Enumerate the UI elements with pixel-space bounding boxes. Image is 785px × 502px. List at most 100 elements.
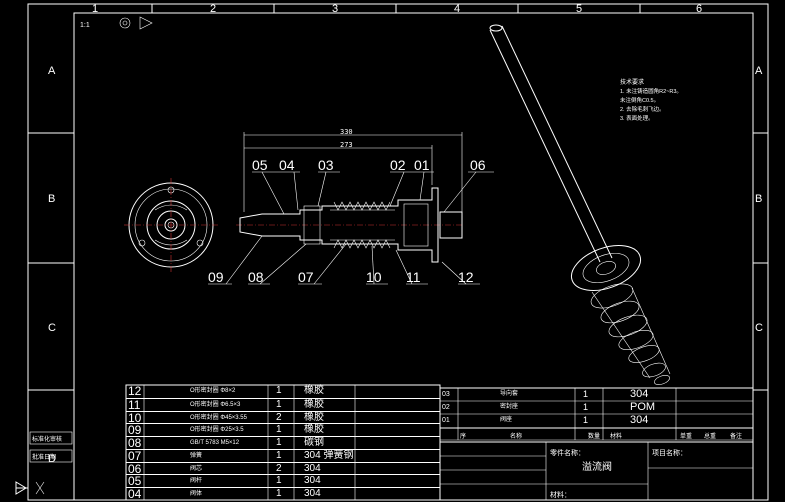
ruler-row-b-right: B	[755, 193, 762, 205]
bom-header-no: 序	[460, 432, 466, 440]
bom-right-row: 02 密封座 1 POM	[440, 401, 753, 414]
bom-left-row: 12 O形密封圈 Φ8×2 1 橡胶	[126, 385, 440, 398]
balloon-08: 08	[248, 269, 264, 285]
bom-header-qty: 数量	[588, 432, 600, 440]
bom-left-mat: 304	[304, 475, 321, 487]
bom-right-mat: 304	[630, 414, 649, 426]
end-view	[124, 178, 218, 272]
bom-left-no: 06	[128, 461, 142, 476]
balloon-09: 09	[208, 269, 224, 285]
bom-right-spec: 密封座	[500, 404, 519, 410]
bom-right-no: 02	[442, 404, 450, 411]
bom-left-spec: 阀芯	[190, 465, 203, 472]
side-ruler: A B C D A B C 标准化审核 批准日期	[28, 65, 768, 465]
dim-inner: 273	[340, 141, 353, 149]
bom-right-mat: 304	[630, 388, 649, 400]
balloon-02: 02	[390, 157, 406, 173]
bom-left-qty: 1	[276, 385, 282, 396]
bom-left-mat: 橡胶	[304, 385, 324, 396]
balloon-12: 12	[458, 269, 474, 285]
bom-left-spec: O形密封圈 Φ8×2	[190, 388, 236, 394]
bom-right-qty: 1	[583, 402, 589, 412]
tech-notes: 技术要求 1. 未注铸造圆角R2~R3。 未注倒角C0.5。 2. 去除毛刺飞边…	[620, 78, 682, 122]
bom-left-no: 05	[128, 474, 142, 489]
ruler-col-4: 4	[454, 3, 460, 15]
bom-left-no: 07	[128, 448, 142, 463]
bom-right-no: 03	[442, 391, 450, 398]
bom-right-mat: POM	[630, 401, 656, 413]
bom-right: 序 名称 数量 材料 单重 总重 备注	[439, 387, 754, 441]
section-view: 330 273	[208, 128, 494, 285]
bom-right-spec: 导向套	[500, 391, 519, 397]
scale-text: 1:1	[80, 22, 90, 29]
ruler-col-5: 5	[576, 3, 582, 15]
bom-left-qty: 2	[276, 411, 282, 423]
ruler-row-b: B	[48, 193, 55, 205]
title-block: 零件名称： 溢流阀 项目名称： 材料：	[439, 441, 754, 501]
bom-left-spec: 弹簧	[190, 452, 203, 459]
ruler-col-1: 1	[92, 3, 98, 15]
notes-line-3: 2. 去除毛刺飞边。	[620, 105, 665, 113]
bom-left-no: 09	[128, 423, 142, 438]
bom-left-qty: 1	[276, 437, 282, 449]
notes-line-1: 1. 未注铸造圆角R2~R3。	[620, 87, 682, 95]
bom-right-row: 03 导向套 1 304	[440, 388, 753, 401]
top-ruler: 1 2 3 4 5 6	[74, 3, 753, 15]
bom-left-no: 04	[128, 487, 142, 502]
notes-line-2: 未注倒角C0.5。	[620, 96, 659, 104]
ruler-col-2: 2	[210, 3, 216, 15]
bom-left-spec: O形密封圈 Φ6.5×3	[190, 401, 241, 408]
ruler-col-6: 6	[696, 3, 702, 15]
notes-title: 技术要求	[620, 78, 644, 86]
bom-header-mat: 材料	[610, 432, 622, 440]
bom-left-qty: 1	[276, 398, 282, 410]
bom-left-mat: 304	[304, 462, 321, 474]
part-label: 零件名称：	[550, 448, 585, 457]
balloon-03: 03	[318, 157, 334, 173]
bom-left-no: 08	[128, 436, 142, 451]
project-label: 项目名称：	[652, 448, 687, 457]
ruler-row-a-right: A	[755, 65, 763, 77]
part-name: 溢流阀	[582, 460, 612, 473]
bom-header-name: 名称	[510, 432, 522, 440]
bom-left-qty: 1	[276, 475, 282, 487]
material-label: 材料：	[550, 490, 571, 499]
balloon-11: 11	[406, 269, 421, 285]
balloon-01: 01	[414, 157, 430, 173]
bom-left-no: 12	[128, 384, 142, 398]
ruler-row-a: A	[48, 65, 56, 77]
side-label-1: 标准化审核	[32, 435, 62, 443]
bom-left-spec: 阀杆	[190, 478, 203, 485]
isometric-view	[489, 24, 671, 385]
bom-right-row: 01 阀座 1 304	[440, 414, 753, 427]
bom-left-spec: O形密封圈 Φ25×3.5	[190, 427, 244, 434]
balloon-05: 05	[252, 157, 268, 173]
bom-left-qty: 1	[276, 449, 282, 461]
bom-left-row: 09 O形密封圈 Φ25×3.5 1 橡胶	[126, 423, 440, 438]
bom-left-qty: 1	[276, 488, 282, 500]
bom-left-spec: 阀体	[190, 491, 203, 498]
bom-header-total: 总重	[704, 432, 716, 440]
side-label-2: 批准日期	[32, 453, 56, 461]
bom-right-spec: 阀座	[500, 417, 513, 423]
balloon-07: 07	[298, 269, 314, 285]
ruler-row-c-right: C	[755, 322, 763, 334]
bom-left-mat: 橡胶	[304, 424, 324, 436]
bom-right-no: 01	[442, 417, 450, 424]
bom-left-mat: 橡胶	[304, 398, 324, 410]
bom-right-qty: 1	[583, 415, 589, 425]
bom-header-remark: 备注	[730, 432, 742, 440]
dim-overall: 330	[340, 128, 353, 136]
ucs-icon	[15, 481, 45, 495]
bom-header-weight: 单重	[680, 432, 692, 440]
bom-right-qty: 1	[583, 389, 589, 399]
bom-left-no: 10	[128, 410, 142, 425]
bom-left-qty: 1	[276, 424, 282, 436]
notes-line-4: 3. 表面处理。	[620, 114, 654, 122]
bom-left-row: 05 阀杆 1 304	[126, 474, 440, 489]
balloon-04: 04	[279, 157, 295, 173]
